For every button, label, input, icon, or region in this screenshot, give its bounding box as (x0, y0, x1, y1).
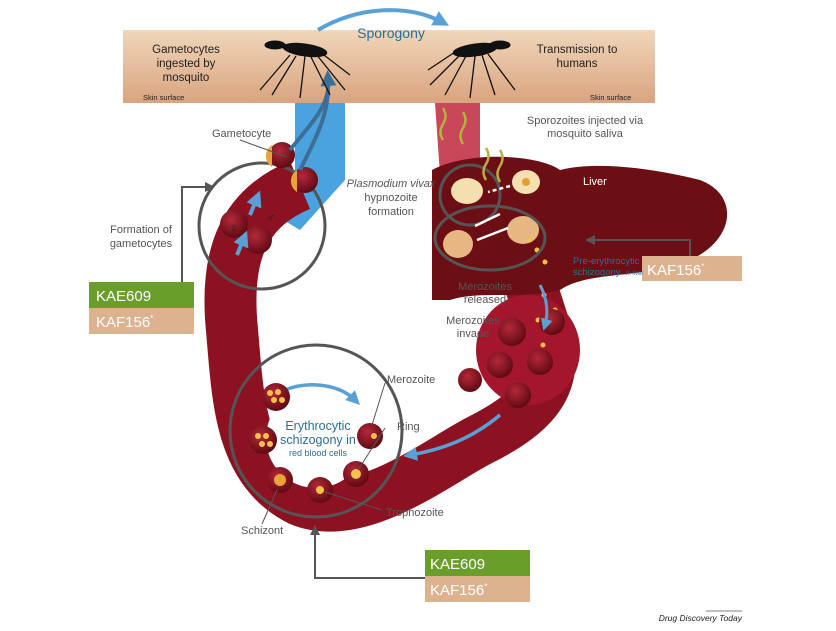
ingest-arrow (298, 70, 337, 171)
drug-box-kae609-left (89, 282, 194, 308)
svg-text:Gametocytes: Gametocytes (152, 44, 220, 56)
gametocyte-label: Gametocyte (212, 128, 271, 140)
drug-box-kaf156-left (89, 308, 194, 334)
gametocyte (292, 167, 318, 193)
svg-text:Merozoites: Merozoites (446, 315, 500, 327)
hypnozoite-circle (438, 163, 502, 227)
liver-schizogony-circle (433, 204, 547, 272)
gametocyte-circle (197, 161, 327, 291)
mosquito-right-icon (427, 40, 516, 99)
pre-erythrocytic-label: Pre-erythrocytic schizogony in liver (573, 256, 643, 278)
bottom-drug-arrow (310, 525, 425, 579)
sporogony-arrow (316, 8, 450, 32)
drug-kae609-left: KAE609 (96, 288, 151, 305)
mosquito-left-icon (259, 40, 351, 99)
svg-text:Merozoites: Merozoites (458, 281, 512, 293)
right-drug-arrow (585, 235, 691, 256)
drug-box-kaf156-bottom (425, 576, 530, 602)
svg-text:Sporozoites injected via: Sporozoites injected via (527, 115, 644, 127)
white-arrow (474, 212, 501, 228)
drug-kaf156-bottom: KAF156* (430, 582, 487, 599)
svg-text:red blood cells: red blood cells (289, 448, 348, 458)
svg-text:ingested by: ingested by (157, 58, 216, 70)
source-credit: Drug Discovery Today (659, 613, 743, 623)
schizont-liver-cell (443, 230, 473, 258)
hypnozoite-label: Plasmodium vivax hypnozoite formation (347, 178, 436, 218)
female-symbol: ♀ (229, 221, 239, 236)
blue-arrow (233, 230, 249, 256)
sporozoites (439, 107, 504, 183)
red-vessel (435, 103, 480, 175)
pointer-lines (239, 139, 386, 525)
svg-text:Pre-erythrocytic: Pre-erythrocytic (573, 256, 640, 267)
svg-text:gametocytes: gametocytes (110, 238, 173, 250)
hypnozoite-cell (451, 178, 483, 204)
svg-text:Formation of: Formation of (110, 224, 173, 236)
svg-text:formation: formation (368, 206, 414, 218)
sporogony-label: Sporogony (357, 25, 425, 41)
white-arrow (476, 226, 509, 242)
formation-label: Formation of gametocytes (110, 224, 173, 250)
left-drug-arrow (181, 182, 215, 282)
svg-text:hypnozoite: hypnozoite (364, 192, 417, 204)
blue-arrow (246, 190, 262, 216)
svg-text:schizogony in: schizogony in (280, 433, 356, 447)
schizont-label: Schizont (241, 525, 283, 537)
liver-label: Liver (583, 176, 607, 188)
svg-text:schizogony: schizogony (573, 267, 621, 278)
red-blood-cells (458, 309, 565, 408)
svg-text:Transmission to: Transmission to (537, 44, 618, 56)
svg-text:invade: invade (457, 328, 489, 340)
parasites (255, 389, 377, 494)
erythrocytic-circle (228, 343, 404, 519)
trophozoite-label: Trophozoite (386, 507, 444, 519)
drug-box-kae609-bottom (425, 550, 530, 576)
svg-text:Plasmodium vivax: Plasmodium vivax (347, 178, 436, 190)
gametocytes-ingested-label: Gametocytes ingested by mosquito (152, 44, 220, 84)
svg-text:in liver: in liver (626, 271, 643, 277)
ingest-arrow (288, 89, 330, 152)
skin-band (123, 30, 655, 103)
drug-kaf156-left: KAF156* (96, 314, 153, 331)
svg-text:mosquito saliva: mosquito saliva (547, 128, 624, 140)
transmission-label: Transmission to humans (537, 44, 618, 70)
skin-surface-right: Skin surface (590, 93, 631, 102)
drug-box-kaf156-right (642, 256, 742, 281)
skin-surface-left: Skin surface (143, 93, 184, 102)
parasite-dot (522, 178, 530, 186)
male-symbol: ♂ (266, 210, 276, 225)
release-arrow (538, 284, 553, 331)
cycle-arrow (284, 383, 360, 405)
gametocyte-cap (290, 170, 297, 192)
merozoite-label: Merozoite (387, 374, 435, 386)
ring-center (266, 388, 366, 488)
schizont-liver-cell (507, 216, 539, 244)
svg-text:Erythrocytic: Erythrocytic (285, 419, 350, 433)
cycle-cells (249, 383, 383, 503)
svg-text:released: released (464, 294, 506, 306)
drug-kae609-bottom: KAE609 (430, 556, 485, 573)
ring-label: Ring (397, 421, 420, 433)
drug-kaf156-right: KAF156* (647, 262, 704, 279)
erythrocytic-label: Erythrocytic schizogony in red blood cel… (280, 419, 356, 458)
dashed-arrow (487, 184, 511, 194)
invade-arrow (403, 413, 502, 461)
svg-text:humans: humans (557, 58, 598, 70)
male-gametocyte (244, 226, 272, 254)
svg-text:mosquito: mosquito (163, 72, 210, 84)
